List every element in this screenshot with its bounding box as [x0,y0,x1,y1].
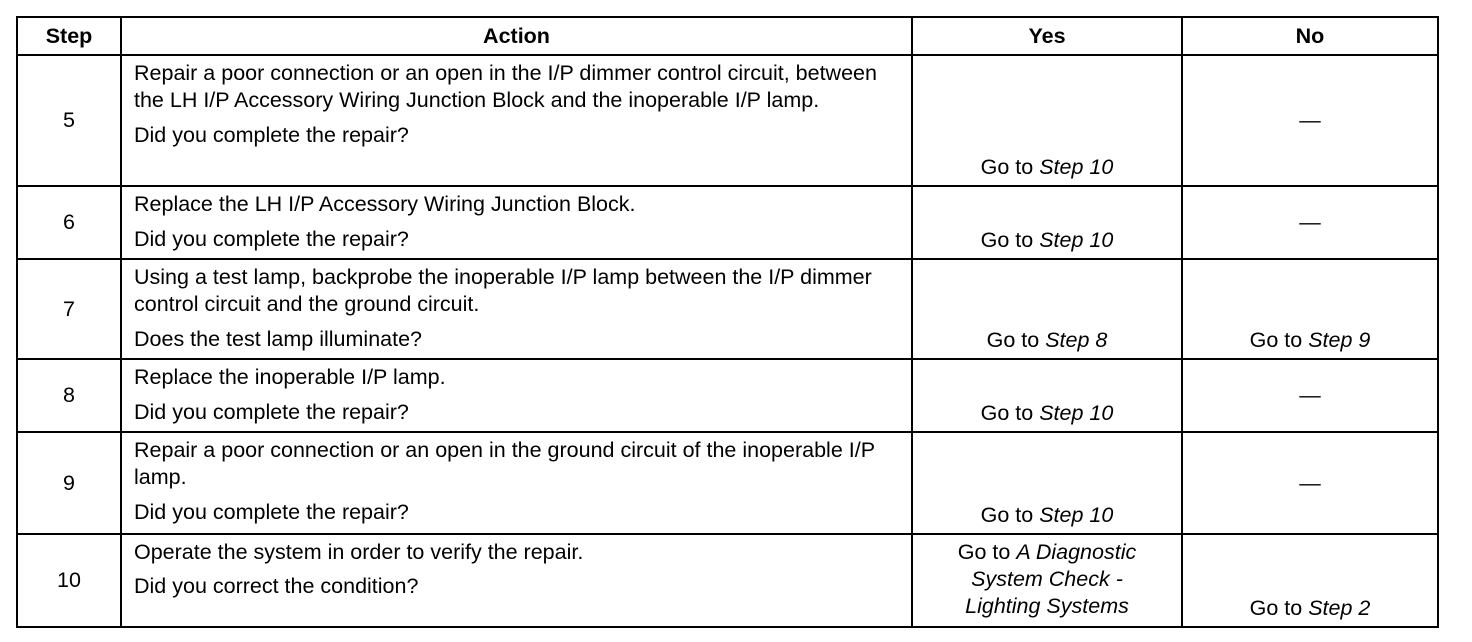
header-row: Step Action Yes No [16,16,1439,56]
step-number: 7 [16,258,122,360]
yes-cell: Go to Step 10 [911,431,1183,535]
yes-prefix: Go to [980,503,1040,527]
no-prefix: Go to [1249,328,1309,352]
action-instruction: Operate the system in order to verify th… [134,540,584,564]
action-instruction: Using a test lamp, backprobe the inopera… [134,265,872,316]
yes-target: A Diagnostic System Check - Lighting Sys… [965,540,1137,618]
yes-cell: Go to Step 10 [911,358,1183,433]
action-instruction: Repair a poor connection or an open in t… [134,438,875,489]
action-instruction: Repair a poor connection or an open in t… [134,61,877,112]
header-yes: Yes [911,16,1183,56]
table-row: 6 Replace the LH I/P Accessory Wiring Ju… [16,185,1439,260]
no-cell: — [1181,54,1439,187]
table-row: 5 Repair a poor connection or an open in… [16,54,1439,187]
yes-target: Step 10 [1039,503,1114,527]
no-dash: — [1299,470,1321,495]
yes-cell: Go to Step 10 [911,185,1183,260]
no-prefix: Go to [1249,596,1309,620]
no-dash: — [1299,383,1321,407]
yes-cell: Go to A Diagnostic System Check - Lighti… [911,533,1183,628]
action-question: Did you complete the repair? [134,123,409,147]
header-step: Step [16,16,122,56]
no-cell: — [1181,358,1439,433]
table-row: 9 Repair a poor connection or an open in… [16,431,1439,535]
header-action: Action [120,16,913,56]
yes-cell: Go to Step 8 [911,258,1183,360]
no-cell: — [1181,431,1439,535]
yes-target: Step 10 [1039,155,1114,179]
diagnostic-table: Step Action Yes No 5 Repair a poor conne… [16,16,1439,628]
action-cell: Using a test lamp, backprobe the inopera… [120,258,913,360]
action-cell: Replace the LH I/P Accessory Wiring Junc… [120,185,913,260]
yes-prefix: Go to [980,155,1040,179]
action-question: Did you correct the condition? [134,574,419,598]
action-instruction: Replace the LH I/P Accessory Wiring Junc… [134,192,636,216]
step-number: 5 [16,54,122,187]
no-cell: Go to Step 9 [1181,258,1439,360]
action-question: Did you complete the repair? [134,500,409,524]
action-question: Does the test lamp illuminate? [134,327,423,351]
step-number: 8 [16,358,122,433]
step-number: 6 [16,185,122,260]
action-question: Did you complete the repair? [134,227,409,251]
yes-target: Step 8 [1045,328,1108,352]
no-cell: Go to Step 2 [1181,533,1439,628]
yes-prefix: Go to [957,540,1017,564]
yes-target: Step 10 [1039,401,1114,425]
yes-target: Step 10 [1039,228,1114,252]
no-target: Step 2 [1308,596,1371,620]
no-dash: — [1299,108,1321,132]
step-number: 9 [16,431,122,535]
table-row: 7 Using a test lamp, backprobe the inope… [16,258,1439,360]
no-dash: — [1299,210,1321,234]
yes-prefix: Go to [986,328,1046,352]
no-target: Step 9 [1308,328,1371,352]
table-row: 8 Replace the inoperable I/P lamp. Did y… [16,358,1439,433]
action-cell: Operate the system in order to verify th… [120,533,913,628]
header-no: No [1181,16,1439,56]
no-cell: — [1181,185,1439,260]
action-cell: Repair a poor connection or an open in t… [120,431,913,535]
action-question: Did you complete the repair? [134,400,409,424]
yes-prefix: Go to [980,401,1040,425]
action-instruction: Replace the inoperable I/P lamp. [134,365,446,389]
action-cell: Repair a poor connection or an open in t… [120,54,913,187]
step-number: 10 [16,533,122,628]
yes-prefix: Go to [980,228,1040,252]
action-cell: Replace the inoperable I/P lamp. Did you… [120,358,913,433]
yes-cell: Go to Step 10 [911,54,1183,187]
table-row: 10 Operate the system in order to verify… [16,533,1439,628]
